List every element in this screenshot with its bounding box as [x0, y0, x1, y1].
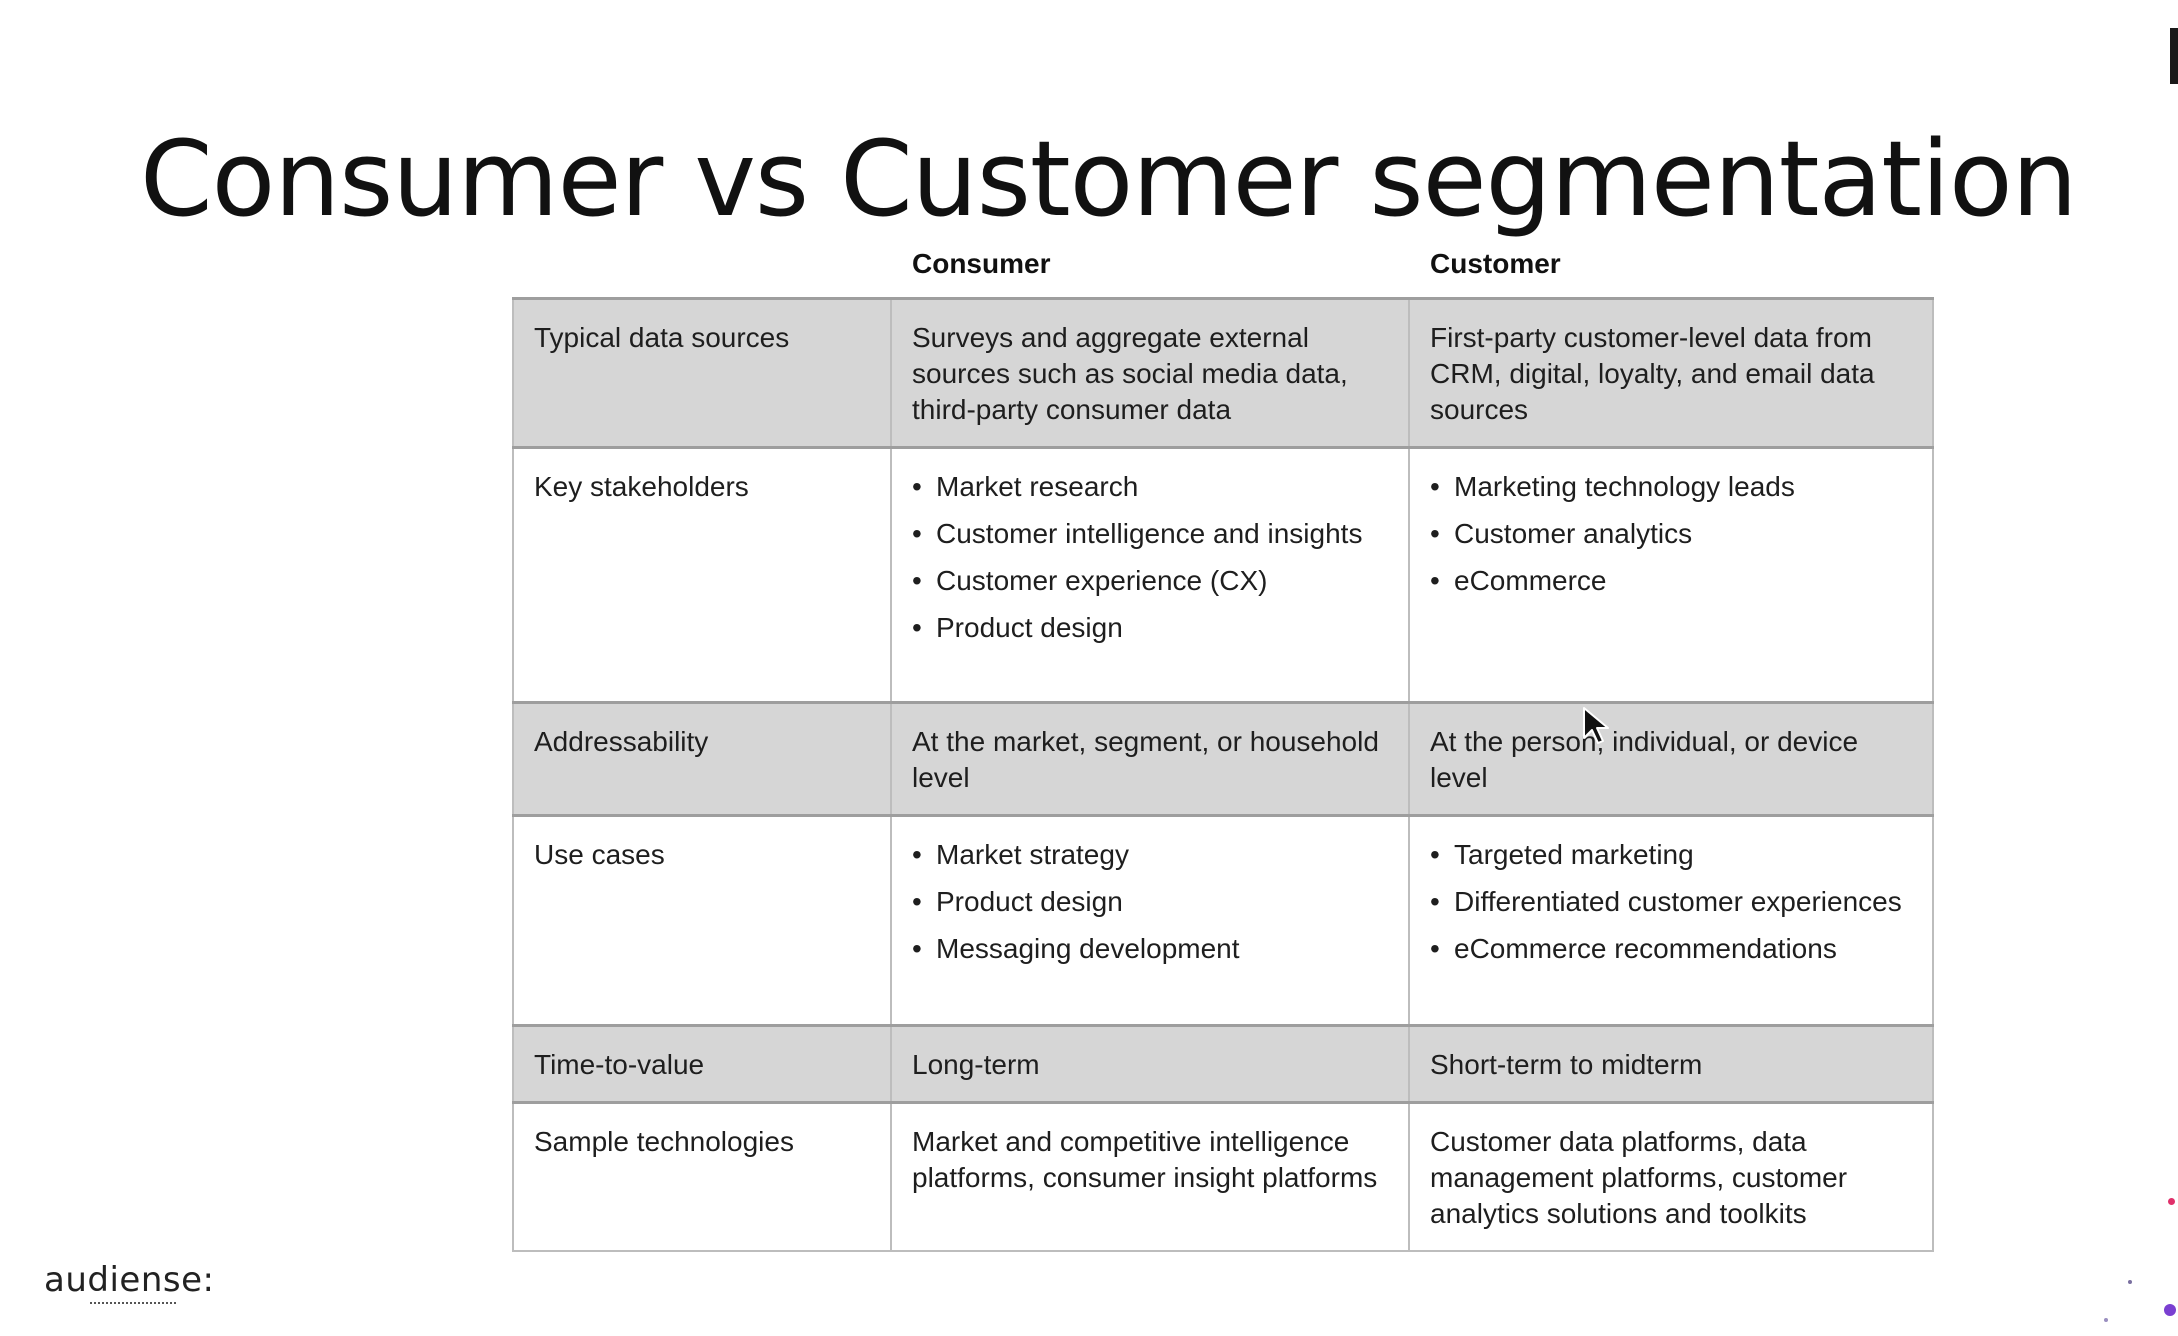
column-header-row: Consumer Customer [512, 242, 1932, 297]
list-item: Targeted marketing [1430, 837, 1912, 873]
row-label: Key stakeholders [512, 446, 892, 704]
list-item: Customer analytics [1430, 516, 1912, 552]
customer-cell: First-party customer-level data from CRM… [1408, 297, 1934, 449]
consumer-cell: Market and competitive intelligence plat… [890, 1101, 1410, 1252]
decorative-dot [2168, 1198, 2175, 1205]
list-item: Market research [912, 469, 1388, 505]
list-item: eCommerce [1430, 563, 1912, 599]
customer-cell: Customer data platforms, data management… [1408, 1101, 1934, 1252]
list-item: Market strategy [912, 837, 1388, 873]
column-header-consumer: Consumer [912, 248, 1051, 279]
row-label: Typical data sources [512, 297, 892, 449]
table-row-time-to-value: Time-to-value Long-term Short-term to mi… [512, 1024, 1934, 1104]
decorative-dot [2164, 1304, 2176, 1316]
list-item: Differentiated customer experiences [1430, 884, 1912, 920]
table-row-addressability: Addressability At the market, segment, o… [512, 701, 1934, 817]
customer-cell: Short-term to midterm [1408, 1024, 1934, 1104]
row-label: Sample technologies [512, 1101, 892, 1252]
table-row-key-stakeholders: Key stakeholders Market research Custome… [512, 446, 1934, 704]
table-row-typical-data-sources: Typical data sources Surveys and aggrega… [512, 297, 1934, 449]
list-item: Messaging development [912, 931, 1388, 967]
customer-cell: Targeted marketing Differentiated custom… [1408, 814, 1934, 1027]
list-item: Customer experience (CX) [912, 563, 1388, 599]
logo-underline-decoration [90, 1302, 176, 1304]
list-item: Product design [912, 610, 1388, 646]
list-item: eCommerce recommendations [1430, 931, 1912, 967]
audiense-logo: audiense: [44, 1260, 215, 1300]
consumer-cell: At the market, segment, or household lev… [890, 701, 1410, 817]
consumer-cell: Market strategy Product design Messaging… [890, 814, 1410, 1027]
table-row-use-cases: Use cases Market strategy Product design… [512, 814, 1934, 1027]
table-row-sample-technologies: Sample technologies Market and competiti… [512, 1101, 1934, 1252]
window-edge-marker [2170, 28, 2178, 84]
row-label: Time-to-value [512, 1024, 892, 1104]
list-item: Marketing technology leads [1430, 469, 1912, 505]
comparison-table-container: Consumer Customer Typical data sources S… [512, 242, 1934, 1252]
consumer-use-cases-list: Market strategy Product design Messaging… [912, 837, 1388, 967]
decorative-dot [2104, 1318, 2108, 1322]
customer-use-cases-list: Targeted marketing Differentiated custom… [1430, 837, 1912, 967]
customer-stakeholders-list: Marketing technology leads Customer anal… [1430, 469, 1912, 599]
column-header-customer: Customer [1430, 248, 1561, 279]
consumer-cell: Market research Customer intelligence an… [890, 446, 1410, 704]
customer-cell: Marketing technology leads Customer anal… [1408, 446, 1934, 704]
slide-title: Consumer vs Customer segmentation [140, 117, 2077, 240]
list-item: Product design [912, 884, 1388, 920]
row-label: Use cases [512, 814, 892, 1027]
row-label: Addressability [512, 701, 892, 817]
comparison-table: Typical data sources Surveys and aggrega… [512, 297, 1934, 1252]
customer-cell: At the person, individual, or device lev… [1408, 701, 1934, 817]
consumer-cell: Long-term [890, 1024, 1410, 1104]
decorative-dot [2128, 1280, 2132, 1284]
mouse-pointer-icon [1583, 707, 1609, 744]
consumer-stakeholders-list: Market research Customer intelligence an… [912, 469, 1388, 646]
consumer-cell: Surveys and aggregate external sources s… [890, 297, 1410, 449]
list-item: Customer intelligence and insights [912, 516, 1388, 552]
column-header-label [512, 242, 890, 297]
